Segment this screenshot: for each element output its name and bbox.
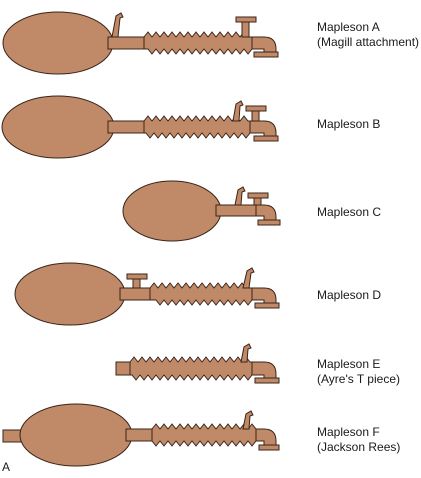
bag-neck <box>215 204 259 217</box>
label-line: Mapleson C <box>317 205 382 219</box>
expiratory-valve <box>245 105 267 112</box>
bag-neck <box>119 287 151 301</box>
bag-neck <box>125 428 153 442</box>
circuit-mapleson-d <box>14 262 280 326</box>
mask-connector <box>253 51 279 58</box>
fresh-gas-inlet <box>232 100 244 122</box>
label-line: Mapleson F <box>317 425 380 439</box>
label-mapleson-c: Mapleson C <box>317 205 381 220</box>
label-line: Mapleson D <box>317 288 382 302</box>
fresh-gas-inlet <box>242 410 254 430</box>
fresh-gas-inlet <box>234 186 246 206</box>
label-mapleson-b: Mapleson B <box>317 117 380 132</box>
label-mapleson-f: Mapleson F (Jackson Rees) <box>317 425 400 455</box>
patient-elbow <box>251 36 277 55</box>
reservoir-tube-open-end <box>115 361 131 376</box>
label-line: Mapleson B <box>317 117 381 131</box>
fresh-gas-inlet <box>242 267 255 289</box>
label-line: (Ayre's T piece) <box>317 372 400 386</box>
circuit-mapleson-c <box>122 180 281 242</box>
label-line: (Jackson Rees) <box>317 440 401 454</box>
corrugated-tube <box>151 423 257 447</box>
patient-elbow <box>249 120 277 139</box>
reservoir-bag <box>2 11 114 75</box>
reservoir-bag <box>14 262 126 326</box>
mask-connector <box>257 219 281 226</box>
bag-neck <box>107 120 145 134</box>
circuit-mapleson-e <box>115 343 280 384</box>
reservoir-bag <box>1 95 115 159</box>
label-mapleson-e: Mapleson E (Ayre's T piece) <box>317 357 400 387</box>
circuit-mapleson-a <box>2 11 279 75</box>
mask-connector <box>253 135 279 142</box>
mask-connector <box>254 377 280 384</box>
corrugated-tube <box>143 31 253 55</box>
circuit-mapleson-b <box>1 95 279 159</box>
reservoir-bag <box>19 403 133 467</box>
fresh-gas-inlet <box>111 12 124 38</box>
fresh-gas-inlet <box>240 343 252 363</box>
corrugated-tube <box>129 356 253 381</box>
label-line: Mapleson A <box>317 20 380 34</box>
patient-elbow <box>251 287 277 306</box>
expiratory-valve <box>235 16 257 23</box>
label-mapleson-d: Mapleson D <box>317 288 381 303</box>
label-line: Mapleson E <box>317 357 381 371</box>
circuit-mapleson-f <box>2 403 280 467</box>
mask-connector <box>254 302 280 309</box>
expiratory-valve <box>247 192 269 199</box>
expiratory-valve-stem <box>251 109 260 122</box>
patient-elbow <box>255 428 277 448</box>
mask-connector <box>258 444 280 451</box>
patient-elbow <box>255 204 277 223</box>
label-line: (Magill attachment) <box>317 35 420 49</box>
expiratory-valve-stem <box>241 19 250 38</box>
reservoir-bag <box>122 180 222 242</box>
expiratory-valve <box>126 273 148 280</box>
label-mapleson-a: Mapleson A (Magill attachment) <box>317 20 419 50</box>
bag-neck <box>107 36 145 50</box>
panel-letter: A <box>2 460 11 474</box>
patient-elbow <box>251 361 277 381</box>
corrugated-tube <box>149 282 253 306</box>
